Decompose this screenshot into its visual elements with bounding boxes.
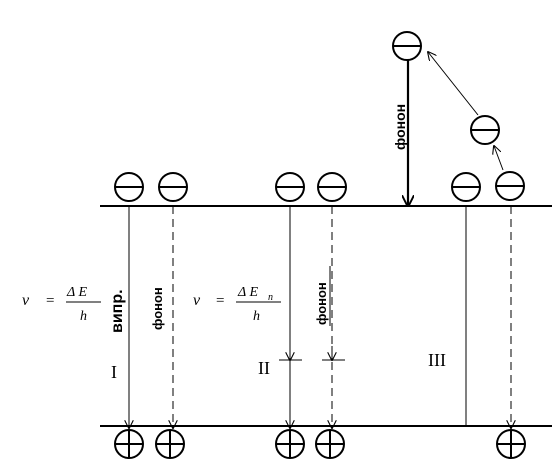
excitation-arrow-lower: [494, 146, 504, 171]
hole-5: [496, 429, 526, 459]
formula-2-eq: =: [216, 293, 224, 309]
formula-2-den: h: [253, 309, 260, 324]
electron-5: [451, 172, 481, 202]
formula-1-num: Δ E: [66, 285, 87, 300]
formula-1-den: h: [80, 309, 87, 324]
electron-excited-top: [392, 31, 422, 61]
hole-1: [114, 429, 144, 459]
hole-4: [315, 429, 345, 459]
label-phonon-1: фонон: [150, 287, 165, 330]
electron-excited-mid: [470, 115, 500, 145]
formula-2-lhs: ν: [193, 292, 201, 309]
hole-3: [275, 429, 305, 459]
label-emission: випр.: [109, 289, 126, 333]
region-label-2: II: [258, 358, 270, 378]
electron-1: [114, 172, 144, 202]
formula-2-num: Δ E: [237, 285, 258, 300]
excitation-arrow-upper: [428, 52, 479, 116]
hole-2: [155, 429, 185, 459]
formula-1-eq: =: [46, 293, 54, 309]
formula-1-lhs: ν: [22, 292, 30, 309]
electron-6: [495, 171, 525, 201]
electron-2: [158, 172, 188, 202]
label-phonon-top: фонон: [392, 104, 408, 150]
formula-1: ν = Δ E h: [22, 285, 101, 324]
label-phonon-2: фонон: [314, 282, 329, 325]
formula-2: ν = Δ E n h: [193, 285, 281, 324]
region-label-1: I: [111, 362, 117, 382]
region-label-3: III: [428, 350, 446, 370]
electron-3: [275, 172, 305, 202]
electron-4: [317, 172, 347, 202]
formula-2-num-sub: n: [268, 292, 273, 303]
